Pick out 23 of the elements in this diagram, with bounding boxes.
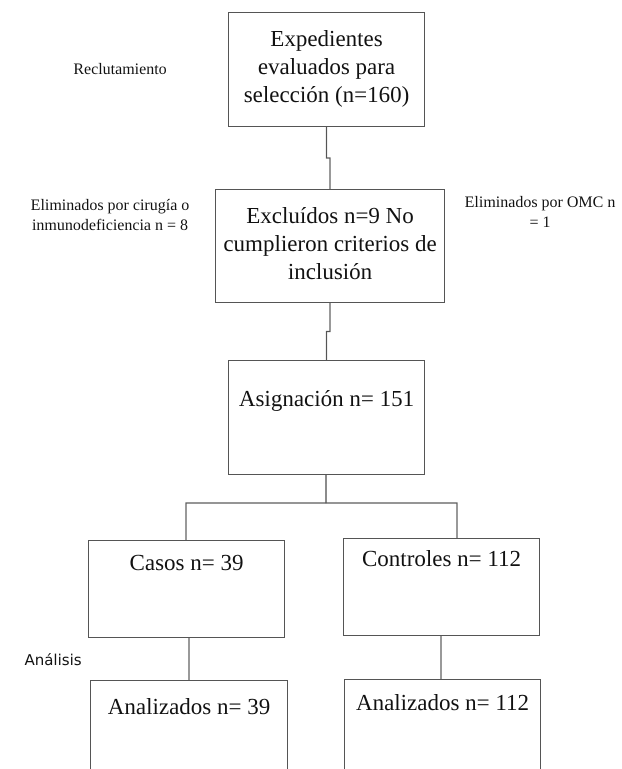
connector-line	[326, 303, 331, 360]
side-label: Reclutamiento	[72, 60, 168, 80]
box-text: Asignación n= 151	[238, 385, 416, 413]
side-label: Análisis	[23, 650, 83, 670]
box-text: Analizados n= 39	[106, 693, 272, 721]
process-box	[90, 680, 288, 769]
box-text: Expedientes evaluados para selección (n=160)	[242, 25, 410, 109]
process-box	[88, 540, 285, 638]
side-label: Eliminados por cirugía o inmunodeficiencia n = 8	[30, 196, 190, 236]
connector-line	[325, 475, 458, 538]
box-text: Analizados n= 112	[354, 689, 530, 717]
process-box	[228, 360, 425, 475]
box-text: Casos n= 39	[128, 549, 244, 577]
process-box	[228, 12, 425, 127]
connector-line	[326, 127, 331, 189]
box-text: Controles n= 112	[360, 545, 522, 573]
connector-line	[188, 638, 190, 680]
box-text: Excluídos n=9 No cumplieron criterios de inclusión	[222, 202, 438, 286]
process-box	[343, 538, 540, 636]
side-label: Eliminados por OMC n = 1	[464, 193, 616, 233]
connector-line	[440, 636, 442, 679]
process-box	[215, 189, 445, 303]
process-box	[344, 679, 541, 769]
